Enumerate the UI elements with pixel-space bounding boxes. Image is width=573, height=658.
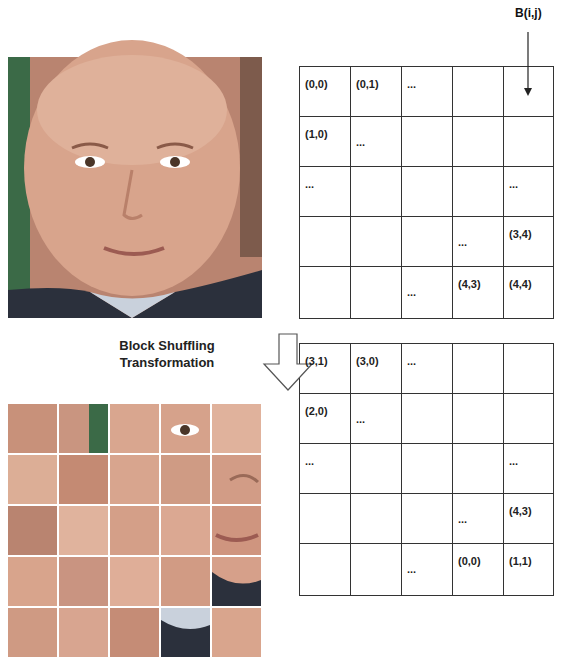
face-photo	[8, 40, 262, 318]
block-label: B(i,j)	[515, 6, 542, 20]
table-cell: ...	[356, 136, 365, 149]
table-cell: (0,0)	[305, 78, 328, 91]
table-cell: (3,0)	[356, 355, 379, 368]
table-cell: (4,3)	[458, 278, 481, 291]
shuffled-grid	[300, 344, 554, 596]
table-cell: ...	[509, 178, 518, 191]
table-cell: (4,4)	[509, 278, 532, 291]
table-cell: (0,1)	[356, 78, 379, 91]
transform-label: Block Shuffling Transformation	[105, 338, 229, 372]
table-cell: (2,0)	[305, 405, 328, 418]
shuffled-face	[8, 404, 262, 657]
table-cell: (4,3)	[509, 505, 532, 518]
table-cell: ...	[407, 355, 416, 368]
table-cell: ...	[458, 236, 467, 249]
table-cell: ...	[356, 413, 365, 426]
table-cell: ...	[407, 286, 416, 299]
table-cell: (1,1)	[509, 555, 532, 568]
table-cell: ...	[458, 513, 467, 526]
table-cell: ...	[509, 455, 518, 468]
table-cell: (1,0)	[305, 128, 328, 141]
table-cell: (0,0)	[458, 555, 481, 568]
table-cell: (3,1)	[305, 355, 328, 368]
table-cell: ...	[407, 78, 416, 91]
table-cell: ...	[305, 178, 314, 191]
table-cell: (3,4)	[509, 228, 532, 241]
transform-arrow	[264, 334, 312, 390]
pointer-arrow	[527, 32, 528, 92]
table-cell: ...	[407, 563, 416, 576]
table-cell: ...	[305, 455, 314, 468]
block-grid	[300, 67, 554, 319]
